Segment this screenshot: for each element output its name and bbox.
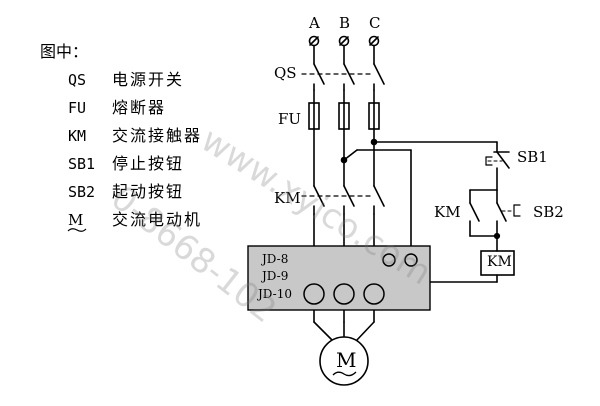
legend-item-km: KM 交流接触器 xyxy=(68,122,202,146)
legend-text: 熔断器 xyxy=(112,98,167,117)
motor-icon xyxy=(319,336,369,386)
legend-text: 交流接触器 xyxy=(112,126,203,145)
legend-title: 图中： xyxy=(40,42,89,61)
legend-symbol: FU xyxy=(68,99,87,117)
module-label-jd8: JD-8 xyxy=(262,252,289,266)
legend-tilde-icon xyxy=(67,228,87,232)
legend-symbol: M xyxy=(68,211,112,229)
legend-item-fu: FU 熔断器 xyxy=(68,94,166,118)
km-coil-label: KM xyxy=(487,254,512,270)
motor-label: M xyxy=(336,348,357,372)
phase-b-label: B xyxy=(339,14,351,32)
module-terminal-c-icon xyxy=(363,283,385,305)
fu-fuses xyxy=(308,102,380,130)
sb1-stop-button xyxy=(485,141,510,191)
legend-item-qs: QS 电源开关 xyxy=(68,66,184,90)
phase-a-label: A xyxy=(309,14,320,32)
sb1-label: SB1 xyxy=(517,148,548,166)
legend-item-m: M 交流电动机 xyxy=(68,206,202,230)
qs-label: QS xyxy=(274,64,297,82)
legend-symbol: QS xyxy=(68,71,87,89)
legend-text: 停止按钮 xyxy=(112,154,185,173)
sb2-start-button xyxy=(496,202,521,237)
module-terminal-b-icon xyxy=(333,283,355,305)
jd-module xyxy=(247,245,431,311)
legend-symbol: KM xyxy=(68,127,87,145)
legend-motor-symbol: M xyxy=(68,211,84,229)
qs-switch xyxy=(301,63,385,91)
legend-text: 起动按钮 xyxy=(112,182,185,201)
motor xyxy=(319,336,369,386)
module-terminal-ctrl-1-icon xyxy=(382,253,396,267)
legend-text: 交流电动机 xyxy=(112,210,203,229)
km-aux-label: KM xyxy=(434,203,461,221)
legend-item-sb1: SB1 停止按钮 xyxy=(68,150,184,174)
legend-symbol: SB1 xyxy=(68,155,96,173)
km-aux-contact xyxy=(469,202,480,237)
legend-text: 电源开关 xyxy=(112,70,185,89)
legend-symbol: SB2 xyxy=(68,183,96,201)
phase-c-label: C xyxy=(369,14,381,32)
fu-label: FU xyxy=(278,110,302,128)
km-main-label: KM xyxy=(274,189,301,207)
module-label-jd9: JD-9 xyxy=(262,269,289,283)
module-label-jd10: JD-10 xyxy=(258,287,292,301)
module-terminal-ctrl-2-icon xyxy=(404,253,418,267)
km-main-contacts xyxy=(301,185,385,215)
legend-item-sb2: SB2 起动按钮 xyxy=(68,178,184,202)
supply-terminals xyxy=(308,35,380,47)
sb2-label: SB2 xyxy=(533,203,564,221)
module-terminal-a-icon xyxy=(303,283,325,305)
